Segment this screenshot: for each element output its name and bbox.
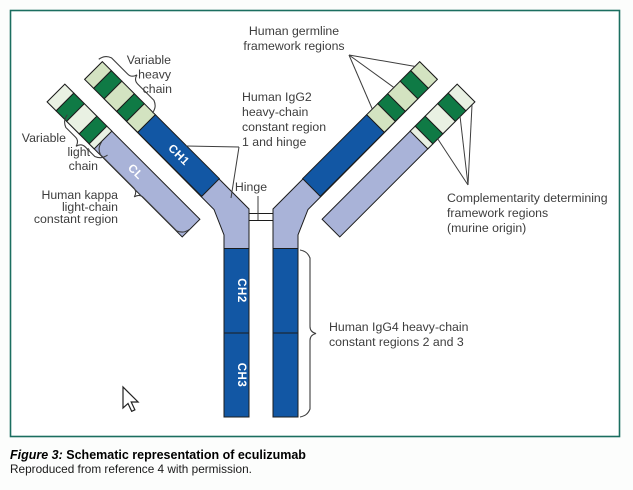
igg2-pointer-2: [230, 146, 240, 199]
pointer-lines: [185, 54, 473, 220]
igg4-brace: [299, 249, 317, 418]
variable-light-label-line3: chain: [69, 159, 99, 173]
variable-light-brace: [64, 114, 108, 159]
kappa-label-line2: light-chain: [62, 200, 118, 214]
left-heavy-ch1-segment: [136, 113, 221, 198]
igg2-label-line1: Human IgG2: [242, 90, 312, 104]
igg2-label-line2: heavy-chain: [242, 105, 308, 119]
germline-pointer-1: [348, 54, 416, 67]
figure-caption-tag: Figure 3:: [10, 448, 63, 462]
diagram-labels: Variable heavy chain Variable light chai…: [22, 24, 608, 349]
variable-heavy-label-line2: heavy: [138, 68, 172, 82]
igg4-label-line2: constant regions 2 and 3: [329, 335, 464, 349]
cdr-pointer-3: [437, 138, 469, 186]
figure-caption: Figure 3: Schematic representation of ec…: [10, 448, 306, 462]
figure-caption-title: Schematic representation of eculizumab: [63, 448, 306, 462]
cdr-pointer-2: [459, 115, 469, 186]
right-heavy-chain-segments: [301, 60, 439, 198]
left-light-framework-3: [88, 125, 113, 150]
cdr-pointer-1: [467, 104, 473, 186]
right-light-chain: [321, 83, 476, 238]
kappa-label-line1: Human kappa: [41, 188, 118, 202]
braces: [64, 56, 317, 418]
figure-caption-source: Reproduced from reference 4 with permiss…: [10, 462, 252, 476]
left-ch3-segment: [223, 332, 250, 418]
right-ch3-segment: [272, 332, 299, 418]
right-light-framework-3: [409, 125, 434, 150]
complementarity-label-line2: framework regions: [447, 206, 548, 220]
left-heavy-chain-segments: CH1: [83, 60, 221, 198]
right-heavy-ch1-segment: [301, 113, 386, 198]
igg2-label-line4: 1 and hinge: [242, 135, 306, 149]
kappa-brace: [98, 141, 190, 233]
mouse-cursor: [122, 385, 140, 413]
igg4-label-line1: Human IgG4 heavy-chain: [329, 320, 469, 334]
germline-pointer-2: [348, 54, 395, 89]
ch3-label: CH3: [235, 363, 247, 388]
right-ch2-segment: [272, 248, 299, 334]
variable-heavy-label-line3: chain: [143, 82, 173, 96]
germline-label-line2: framework regions: [243, 39, 344, 53]
germline-label-line1: Human germline: [249, 24, 339, 38]
ch2-label: CH2: [235, 278, 247, 303]
variable-heavy-brace: [98, 56, 156, 114]
variable-light-label-line2: light: [67, 145, 90, 159]
igg2-pointer-1: [185, 145, 240, 148]
left-light-chain: CL: [46, 83, 201, 238]
complementarity-label-line3: (murine origin): [447, 221, 526, 235]
igg2-label-line3: constant region: [242, 120, 326, 134]
kappa-label-line3: constant region: [34, 212, 118, 226]
germline-pointer-3: [348, 54, 373, 110]
hinge-label: Hinge: [235, 180, 267, 194]
variable-light-label-line1: Variable: [22, 131, 66, 145]
complementarity-label-line1: Complementarity determining: [447, 191, 608, 205]
variable-heavy-label-line1: Variable: [127, 53, 171, 67]
